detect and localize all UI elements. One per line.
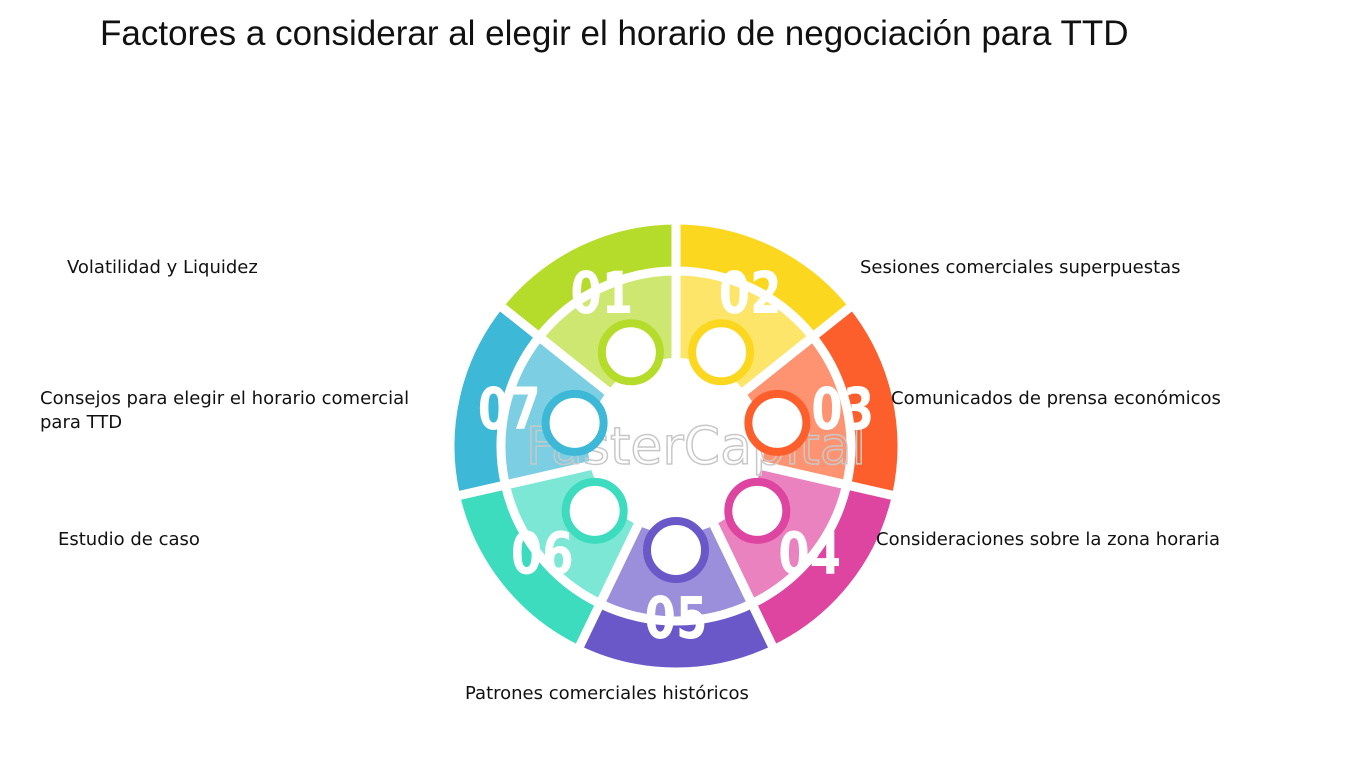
- ring-icon-06: [561, 477, 628, 544]
- label-factor-03: Comunicados de prensa económicos: [891, 388, 1221, 409]
- label-factor-07: Consejos para elegir el horario comercia…: [40, 388, 410, 433]
- ring-icon-01: [597, 319, 664, 386]
- label-factor-05: Patrones comerciales históricos: [465, 683, 749, 704]
- ring-icon-07: [541, 389, 608, 456]
- label-factor-02: Sesiones comerciales superpuestas: [860, 257, 1181, 278]
- ring-icon-02: [688, 319, 755, 386]
- ring-icon-05: [643, 517, 709, 583]
- center-disc: [588, 358, 764, 534]
- segment-number-02: 02: [719, 261, 782, 328]
- segment-number-05: 05: [645, 586, 708, 653]
- segment-number-01: 01: [570, 261, 633, 328]
- label-factor-06: Estudio de caso: [58, 529, 200, 550]
- segment-number-07: 07: [478, 377, 541, 444]
- page-title: Factores a considerar al elegir el horar…: [100, 14, 1129, 53]
- ring-icon-04: [724, 477, 791, 544]
- label-factor-01: Volatilidad y Liquidez: [67, 257, 258, 278]
- segment-number-03: 03: [811, 377, 874, 444]
- label-factor-04: Consideraciones sobre la zona horaria: [876, 529, 1221, 550]
- segment-number-06: 06: [511, 521, 574, 588]
- segment-number-04: 04: [778, 521, 841, 588]
- ring-icon-03: [744, 389, 811, 456]
